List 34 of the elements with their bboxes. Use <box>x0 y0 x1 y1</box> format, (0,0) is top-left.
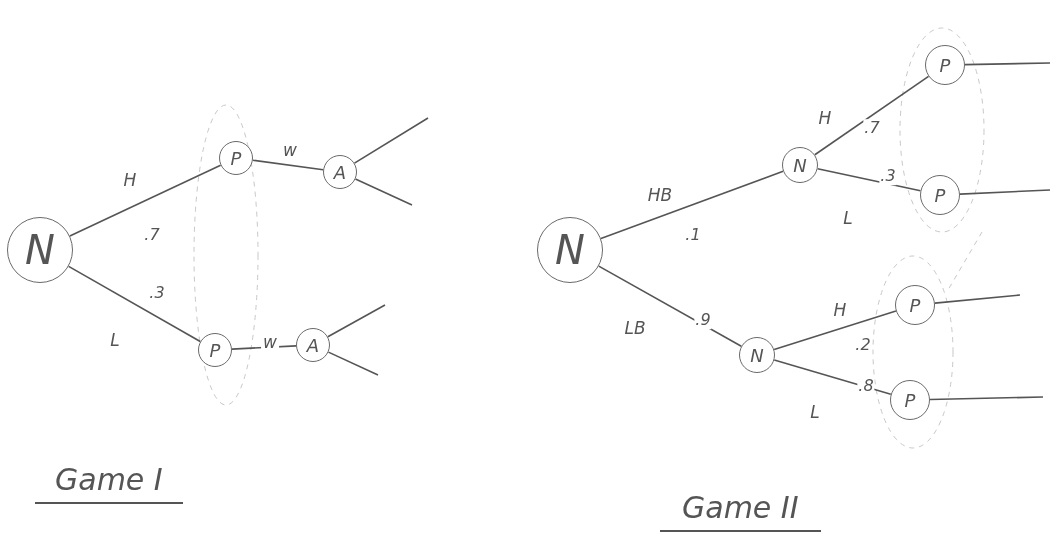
decision-node: P <box>920 175 960 215</box>
game-tree-edge <box>814 75 930 156</box>
decision-node: N <box>739 337 775 373</box>
decision-node: P <box>925 45 965 85</box>
decision-node: N <box>782 147 818 183</box>
probability-label: .3 <box>879 167 897 185</box>
branch-line <box>964 62 1051 66</box>
decision-node: N <box>537 217 603 283</box>
game-tree-edge <box>231 345 297 350</box>
game-heading: Game I <box>35 462 183 504</box>
decision-node: A <box>296 328 330 362</box>
game-tree-edge <box>773 310 897 351</box>
game-tree-edge <box>773 359 892 396</box>
game-heading: Game II <box>660 490 821 532</box>
branch-line <box>934 294 1021 304</box>
branch-line <box>354 178 413 206</box>
branch-line <box>327 351 379 376</box>
game-tree-edge <box>252 159 324 171</box>
branch-line <box>327 304 386 338</box>
decision-node: P <box>890 380 930 420</box>
decision-node: P <box>219 141 253 175</box>
decision-node: P <box>895 285 935 325</box>
game-tree-edge <box>816 167 922 192</box>
branch-line <box>959 189 1051 195</box>
decision-node: N <box>7 217 73 283</box>
game-tree-edge <box>69 164 222 237</box>
decision-node: A <box>323 155 357 189</box>
probability-label: .9 <box>694 311 712 329</box>
decision-node: P <box>198 333 232 367</box>
game-tree-edge <box>597 265 743 347</box>
game-tree-edge <box>600 170 784 240</box>
branch-line <box>353 117 429 164</box>
game-tree-edge <box>67 265 202 343</box>
branch-line <box>929 396 1044 401</box>
